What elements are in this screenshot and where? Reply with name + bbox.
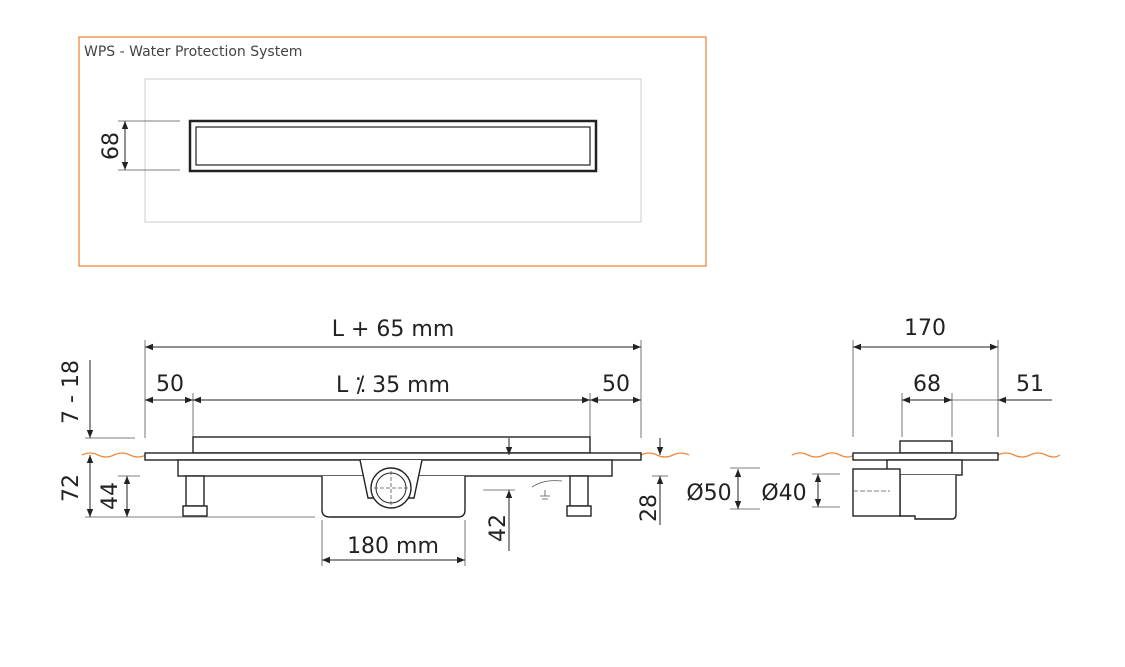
grate-width-label: 68 — [913, 372, 941, 397]
top-view-panel: WPS - Water Protection System 68 — [78, 36, 707, 267]
total-width-label: 170 — [904, 316, 946, 341]
inner-length-label: L ⁒ 35 mm — [336, 373, 450, 398]
outlet-pipe — [370, 467, 412, 509]
body-height-label: 28 — [637, 494, 662, 522]
panel-frame — [78, 36, 707, 267]
grate — [192, 436, 591, 454]
flange — [144, 452, 642, 461]
right-leg — [569, 475, 589, 507]
floor-outline — [144, 78, 642, 223]
leg-height-label: 44 — [98, 482, 123, 510]
panel-title: WPS - Water Protection System — [84, 44, 302, 60]
inner-diameter-label: Ø40 — [761, 481, 806, 506]
end-grate — [899, 440, 953, 454]
total-height-label: 72 — [59, 474, 84, 502]
outlet-width-label: 180 mm — [347, 534, 439, 559]
left-margin-label: 50 — [156, 372, 184, 397]
grate-outer — [188, 119, 598, 173]
total-length-label: L + 65 mm — [332, 317, 455, 342]
outlet-depth-label: 42 — [486, 514, 511, 542]
ground-icon — [540, 490, 550, 500]
side-view: L + 65 mm 50 L ⁒ 35 mm 50 7 - 18 72 44 — [59, 317, 690, 566]
end-flange — [852, 452, 999, 461]
adjust-range-label: 7 - 18 — [59, 360, 84, 424]
left-leg — [185, 475, 205, 507]
end-outlet — [852, 468, 901, 517]
offset-label: 51 — [1016, 372, 1044, 397]
outer-diameter-label: Ø50 — [686, 481, 731, 506]
end-view: 170 68 51 Ø50 Ø40 — [686, 316, 1061, 520]
right-margin-label: 50 — [602, 372, 630, 397]
top-width-label: 68 — [99, 132, 124, 160]
grate-inner — [195, 126, 591, 166]
